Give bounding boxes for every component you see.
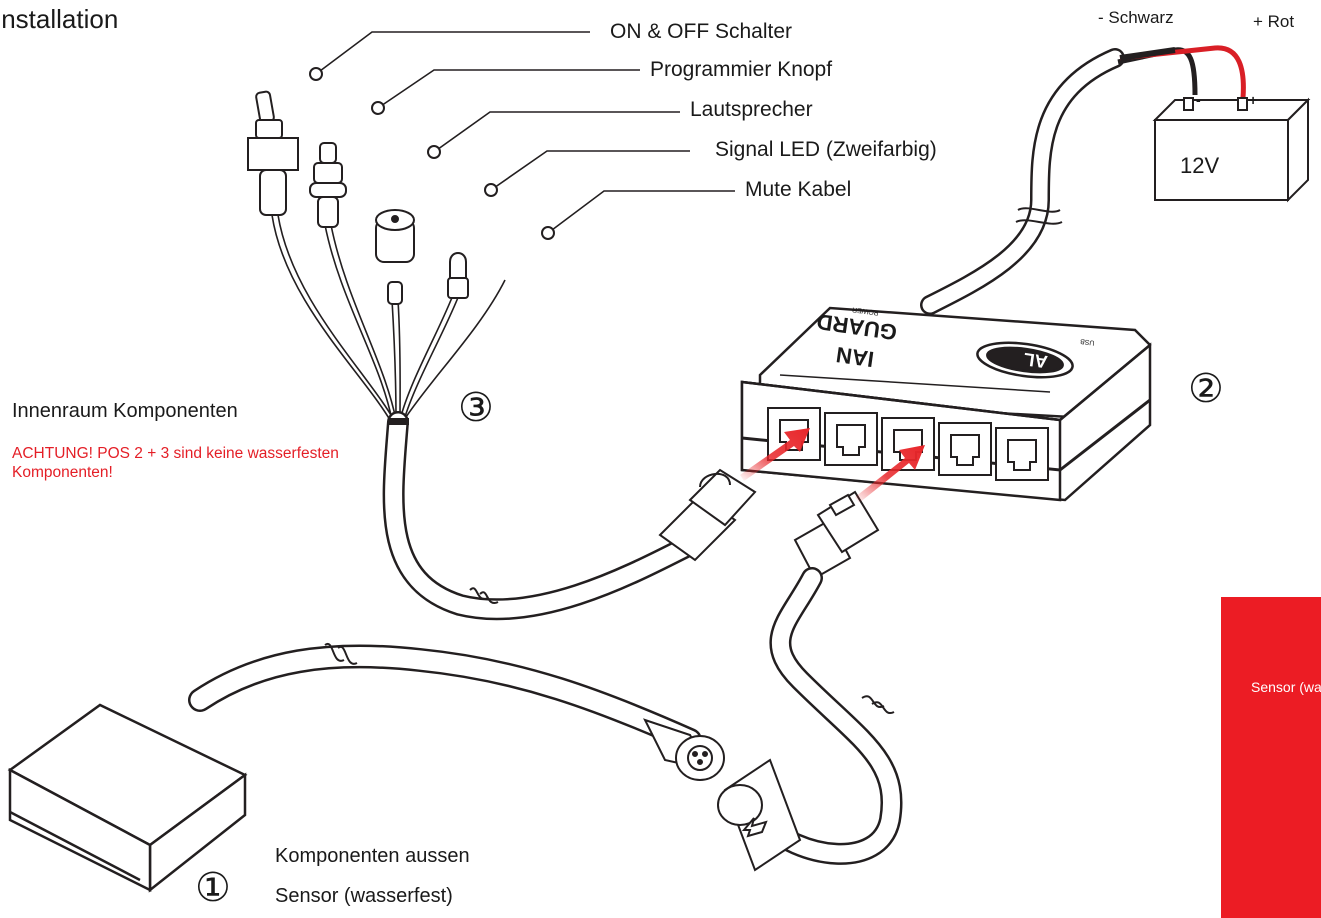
callout-speaker: Lautsprecher (690, 98, 813, 121)
sensor-side-panel: Sensor (wasserfest) (1221, 597, 1321, 918)
battery-terminal-negative: - (1196, 92, 1201, 108)
female-connector (717, 758, 802, 872)
marker-one: ① (195, 865, 231, 911)
sensor-link-cable (749, 567, 903, 865)
sensor-plug (643, 718, 725, 781)
hub-brand-ian: IAN (834, 341, 876, 372)
callout-led: Signal LED (Zweifarbig) (715, 138, 937, 161)
exterior-components-label: Komponenten aussen (275, 845, 470, 867)
signal-led (447, 252, 469, 299)
callout-leaders (315, 31, 735, 234)
marker-three: ③ (458, 385, 494, 431)
sensor-label: Sensor (wasserfest) (275, 885, 453, 907)
interior-wires (271, 214, 506, 421)
insertion-arrows (740, 428, 925, 503)
battery-terminal-positive: + (1249, 92, 1258, 108)
sensor-cable (188, 642, 702, 752)
page-title: Installation (0, 4, 119, 34)
rj45-plug-right (793, 490, 880, 580)
interior-trunk-cable (382, 411, 701, 621)
speaker (375, 209, 415, 305)
toggle-switch (247, 90, 299, 216)
program-button (309, 142, 347, 228)
callout-program-button: Programmier Knopf (650, 58, 833, 81)
hub-badge: AL (1022, 348, 1049, 372)
power-cable (920, 45, 1246, 315)
interior-components-label: Innenraum Komponenten (12, 400, 238, 422)
side-panel-label: Sensor (wasserfest) (1251, 679, 1321, 695)
waterproof-warning: ACHTUNG! POS 2 + 3 sind keine wasserfest… (12, 445, 339, 481)
sensor-box (7, 703, 248, 893)
callout-mute: Mute Kabel (745, 178, 852, 201)
rj45-plug-left (658, 468, 757, 562)
battery-voltage: 12V (1180, 153, 1220, 178)
callout-switch: ON & OFF Schalter (610, 20, 793, 43)
battery-positive-label: + Rot (1253, 12, 1295, 31)
marker-two: ② (1188, 366, 1224, 412)
callout-dots (309, 67, 555, 240)
battery-negative-label: - Schwarz (1098, 8, 1174, 27)
battery-box (1152, 97, 1311, 203)
